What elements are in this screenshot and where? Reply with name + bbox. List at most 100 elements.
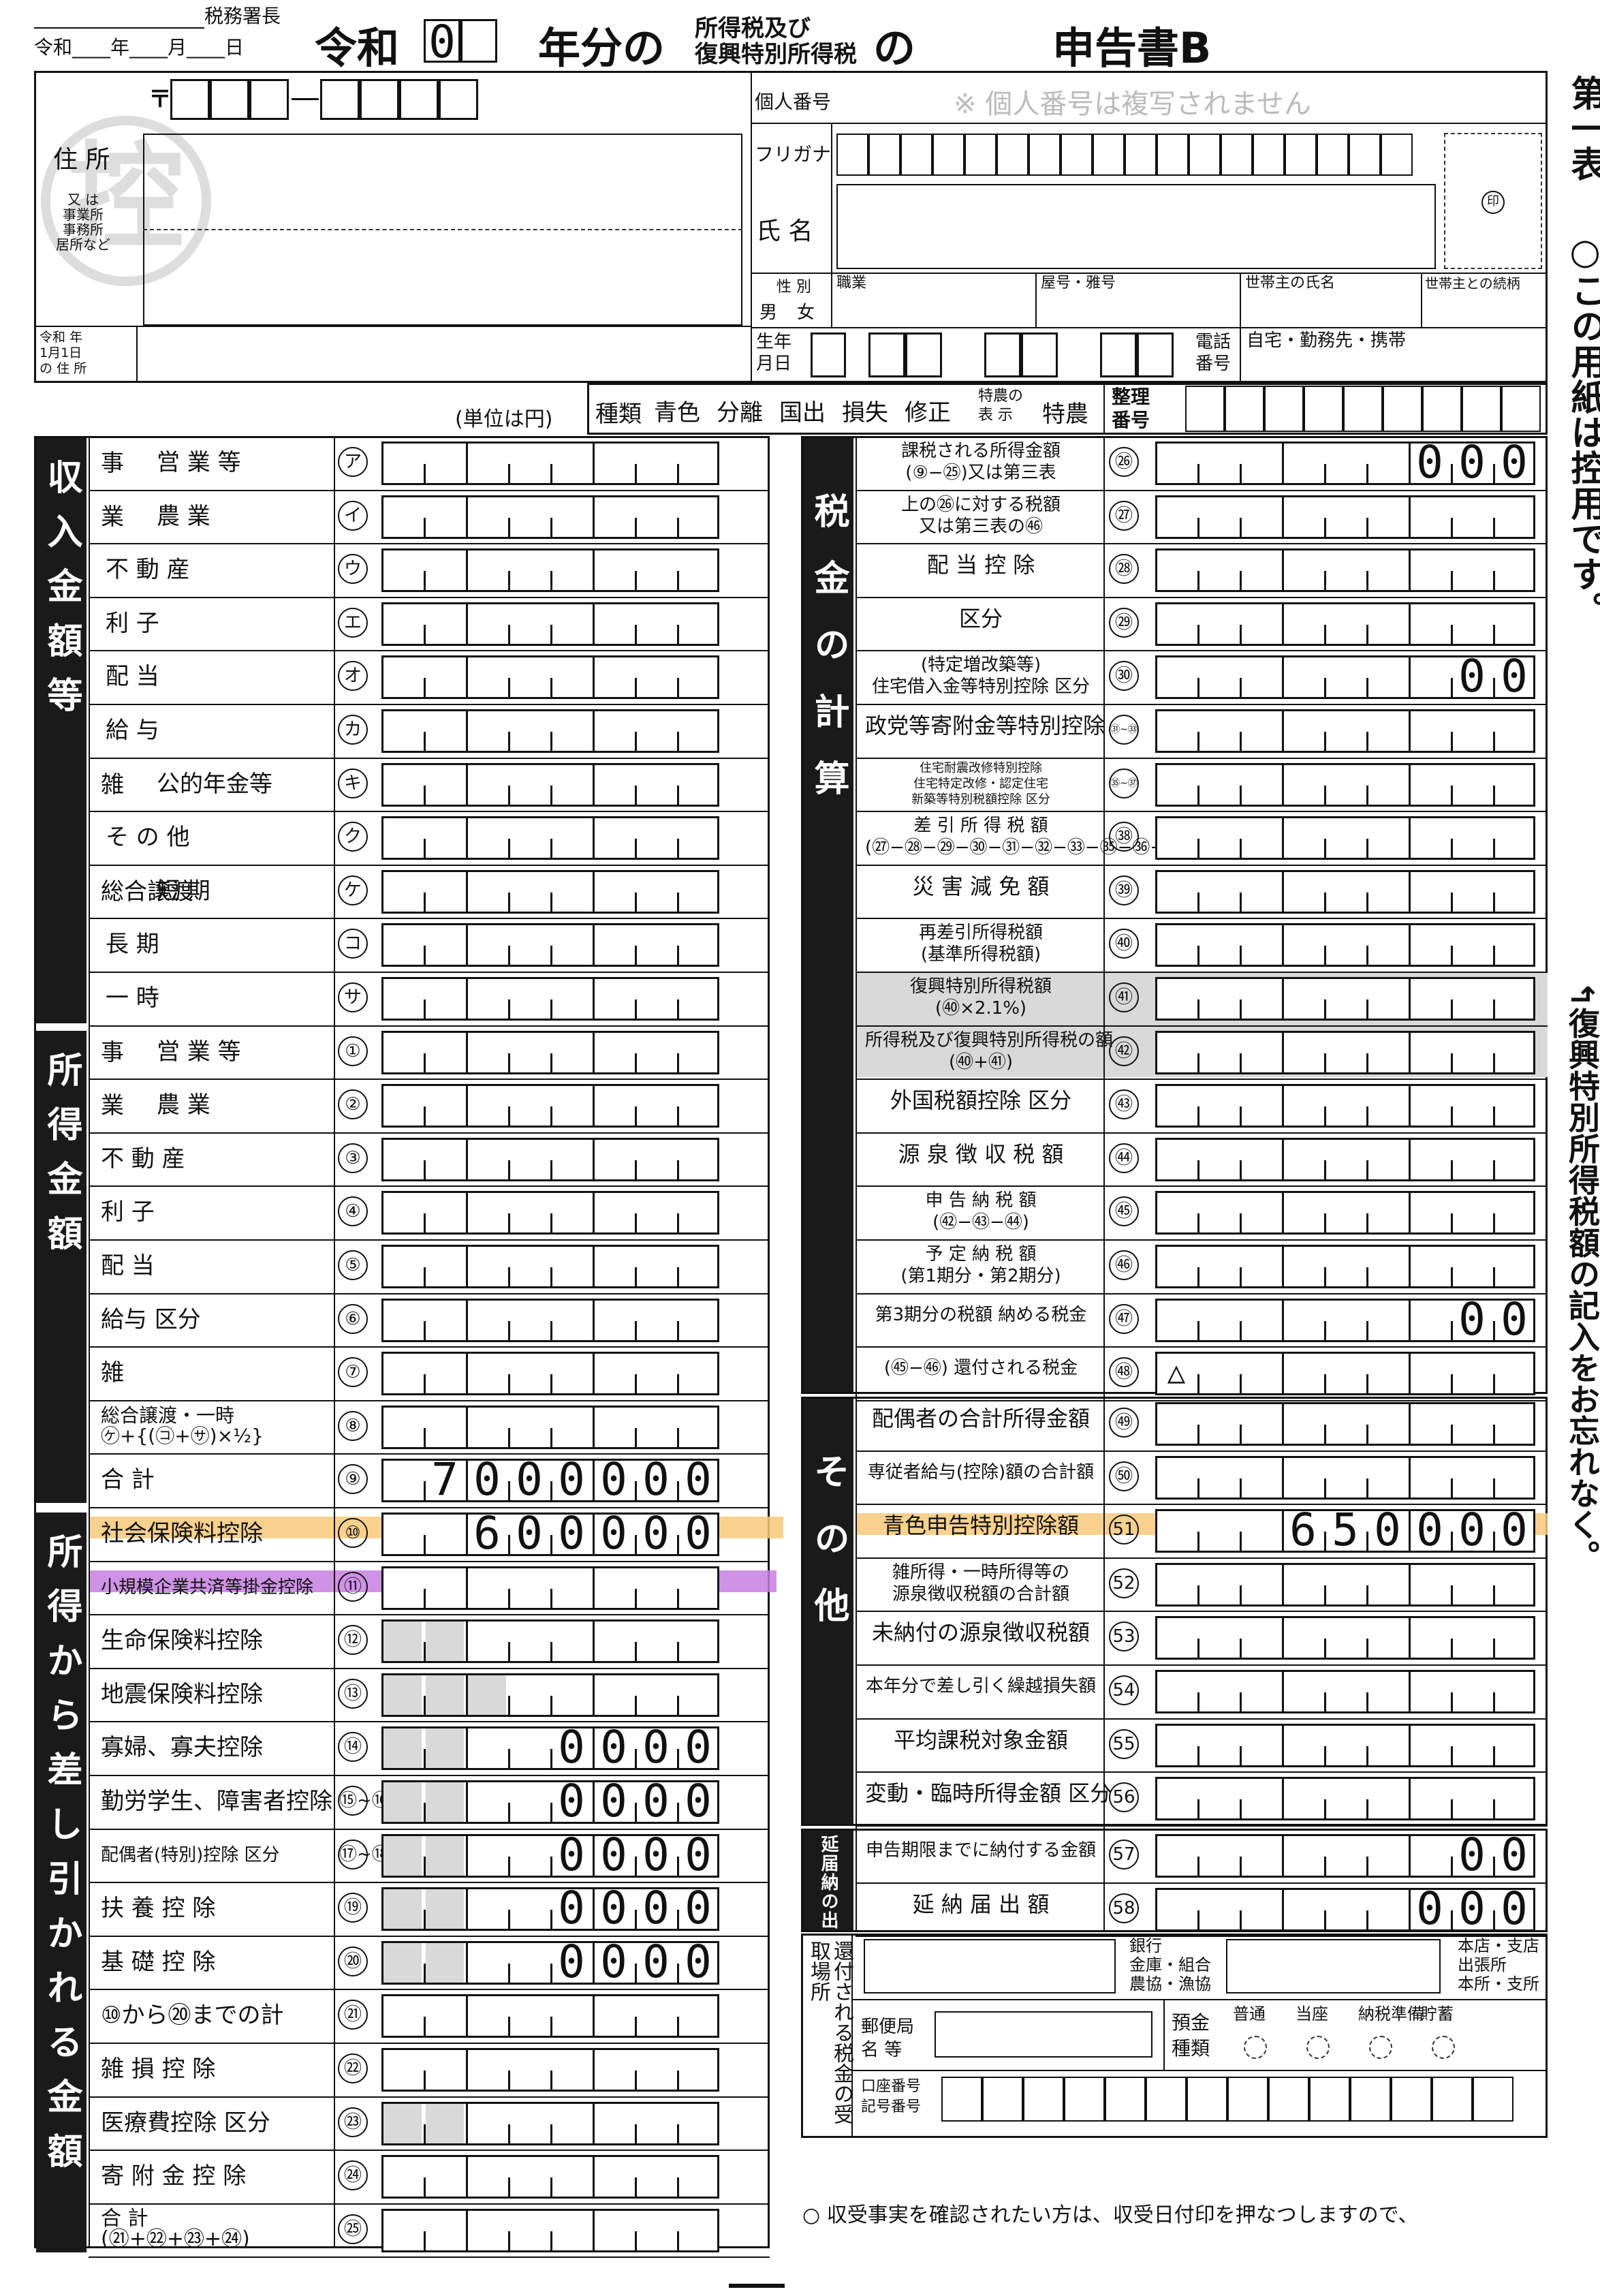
birth-digit-box[interactable] [868, 332, 905, 377]
delay-row-amount[interactable] [1155, 1834, 1535, 1878]
furigana-box[interactable] [868, 134, 900, 176]
birth-digit-box[interactable] [905, 332, 942, 377]
furigana-box[interactable] [1317, 134, 1349, 176]
post-field[interactable] [935, 2011, 1152, 2058]
postal-box[interactable] [320, 79, 360, 120]
birth-digit-box[interactable] [984, 332, 1021, 377]
account-box[interactable] [1473, 2077, 1513, 2122]
income-row-amount[interactable] [381, 977, 719, 1021]
postal-box[interactable] [439, 79, 478, 120]
ref-box[interactable] [1343, 386, 1383, 432]
income-row-amount[interactable] [381, 655, 719, 700]
other-row-amount[interactable] [1155, 1670, 1535, 1713]
deduction-row-amount[interactable] [381, 2155, 719, 2199]
postal-box[interactable] [249, 79, 289, 120]
birth-digit-box[interactable] [1100, 332, 1137, 377]
shotoku-row-amount[interactable] [381, 1137, 719, 1181]
ref-box[interactable] [1383, 386, 1422, 432]
furigana-box[interactable] [964, 134, 997, 176]
deduction-row-amount[interactable] [381, 2208, 719, 2252]
furigana-box[interactable] [1093, 134, 1125, 176]
income-row-amount[interactable] [381, 548, 719, 593]
kind-item[interactable]: 損失 [842, 399, 888, 426]
tax-row-amount[interactable] [1155, 441, 1535, 485]
year-box-2[interactable] [460, 19, 497, 63]
furigana-box[interactable] [1253, 134, 1285, 176]
income-row-amount[interactable] [381, 762, 719, 807]
income-row-amount[interactable] [381, 869, 719, 914]
income-row-amount[interactable] [381, 495, 719, 539]
tax-row-amount[interactable] [1155, 1352, 1535, 1396]
shotoku-row-amount[interactable] [381, 1459, 719, 1503]
deposit-radio[interactable] [1432, 2036, 1455, 2059]
account-box[interactable] [1350, 2077, 1391, 2122]
account-box[interactable] [1023, 2077, 1064, 2122]
ref-box[interactable] [1501, 386, 1541, 432]
kind-item[interactable]: 修正 [905, 399, 951, 426]
ref-box[interactable] [1185, 386, 1225, 432]
other-row-amount[interactable] [1155, 1723, 1535, 1767]
income-row-amount[interactable] [381, 602, 719, 646]
deduction-row-amount[interactable] [381, 1512, 719, 1556]
tax-row-amount[interactable] [1155, 709, 1535, 753]
other-row-amount[interactable] [1155, 1562, 1535, 1607]
shotoku-row-amount[interactable] [381, 1405, 719, 1449]
postal-box[interactable] [360, 79, 399, 120]
other-row-amount[interactable] [1155, 1402, 1535, 1446]
special-label-2[interactable]: 特農 [1042, 401, 1088, 428]
tax-row-amount[interactable] [1155, 1191, 1535, 1235]
shotoku-row-amount[interactable] [381, 1245, 719, 1288]
tax-row-amount[interactable] [1155, 548, 1535, 593]
tax-row-amount[interactable] [1155, 1137, 1535, 1181]
kind-item[interactable]: 青色 [654, 399, 700, 426]
tax-row-amount[interactable] [1155, 762, 1535, 807]
income-row-amount[interactable] [381, 923, 719, 967]
deduction-row-amount[interactable] [381, 2048, 719, 2092]
furigana-box[interactable] [900, 134, 932, 176]
postal-box[interactable] [170, 79, 210, 120]
tax-row-amount[interactable] [1155, 1298, 1535, 1342]
furigana-box[interactable] [1061, 134, 1093, 176]
shotoku-row-amount[interactable] [381, 1352, 719, 1396]
kind-item[interactable]: 分離 [717, 399, 763, 426]
tax-row-amount[interactable] [1155, 655, 1535, 700]
furigana-box[interactable] [1349, 134, 1381, 176]
birth-digit-box[interactable] [1137, 332, 1174, 377]
tax-row-amount[interactable] [1155, 1245, 1535, 1288]
birth-digit-box[interactable] [1021, 332, 1058, 377]
kind-item[interactable]: 国出 [779, 399, 826, 426]
shotoku-row-amount[interactable] [381, 1084, 719, 1128]
tax-row-amount[interactable] [1155, 816, 1535, 860]
deduction-row-amount[interactable] [381, 1994, 719, 2038]
furigana-box[interactable] [1189, 134, 1221, 176]
income-row-amount[interactable] [381, 816, 719, 860]
account-box[interactable] [1105, 2077, 1146, 2122]
branch-name-field[interactable] [1226, 1939, 1441, 1994]
furigana-box[interactable] [1381, 134, 1413, 176]
other-row-amount[interactable] [1155, 1616, 1535, 1660]
ref-box[interactable] [1422, 386, 1462, 432]
furigana-box[interactable] [997, 134, 1029, 176]
birth-era-box[interactable] [811, 332, 846, 377]
tax-row-amount[interactable] [1155, 977, 1535, 1021]
other-row-amount[interactable] [1155, 1509, 1535, 1553]
year-box[interactable]: 0 [424, 19, 460, 65]
shotoku-row-amount[interactable] [381, 1191, 719, 1235]
tax-row-amount[interactable] [1155, 495, 1535, 539]
ref-box[interactable] [1225, 386, 1264, 432]
tax-row-amount[interactable] [1155, 1084, 1535, 1128]
furigana-box[interactable] [1125, 134, 1157, 176]
furigana-box[interactable] [932, 134, 964, 176]
account-box[interactable] [1391, 2077, 1432, 2122]
account-box[interactable] [1268, 2077, 1309, 2122]
account-box[interactable] [941, 2077, 982, 2122]
ref-box[interactable] [1462, 386, 1501, 432]
tax-row-amount[interactable] [1155, 602, 1535, 646]
tax-row-amount[interactable] [1155, 1030, 1535, 1074]
ref-box[interactable] [1304, 386, 1343, 432]
deposit-radio[interactable] [1369, 2036, 1392, 2059]
postal-box[interactable] [399, 79, 439, 120]
income-row-amount[interactable] [381, 709, 719, 753]
tax-row-amount[interactable] [1155, 923, 1535, 967]
account-box[interactable] [1146, 2077, 1187, 2122]
